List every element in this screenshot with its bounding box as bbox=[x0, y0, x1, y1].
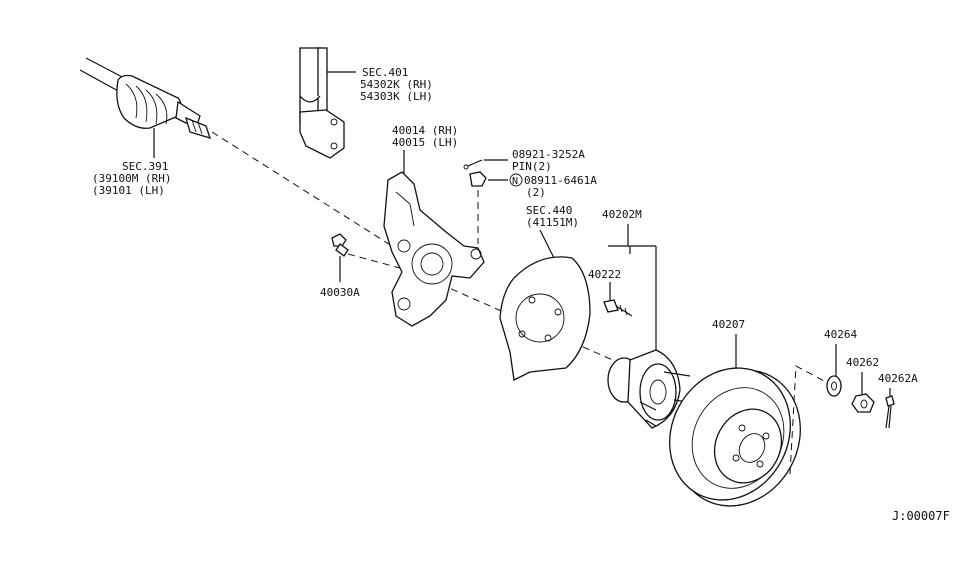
knuckle-label-line1: 40014 (RH) bbox=[392, 124, 458, 137]
hub-bolt-label: 40222 bbox=[588, 268, 621, 281]
sec401-label-line3: 54303K (LH) bbox=[360, 90, 433, 103]
knuckle-bolt-illustration bbox=[331, 233, 349, 257]
strut-illustration bbox=[299, 47, 356, 159]
hub-label: 40202M bbox=[602, 208, 642, 221]
rotor-label: 40207 bbox=[712, 318, 745, 331]
pin-qty-label: PIN(2) bbox=[512, 160, 552, 173]
sec440-leader bbox=[539, 229, 555, 259]
wheel-hub-illustration bbox=[607, 349, 691, 429]
bolt-axis-line bbox=[347, 253, 401, 269]
disc-rotor-illustration bbox=[669, 367, 801, 507]
nut-illustration bbox=[469, 171, 487, 244]
nut-qty-label: (2) bbox=[526, 186, 546, 199]
rotor-to-nut-axis bbox=[789, 365, 827, 475]
cotter-pin-label: 40262A bbox=[878, 372, 918, 385]
sec391-label-line3: (39101 (LH) bbox=[92, 184, 165, 197]
nut-standard-part-marker-icon bbox=[509, 173, 523, 187]
sec391-label-line1: SEC.391 bbox=[122, 160, 168, 173]
nut-marker-letter: N bbox=[512, 176, 518, 187]
pin-illustration bbox=[463, 159, 483, 170]
drive-shaft-illustration bbox=[79, 57, 212, 158]
nut-partno-label: 08911-6461A bbox=[524, 174, 597, 187]
washer-label: 40264 bbox=[824, 328, 857, 341]
knuckle-label-line2: 40015 (LH) bbox=[392, 136, 458, 149]
sec401-label-line2: 54302K (RH) bbox=[360, 78, 433, 91]
splash-guard-illustration bbox=[499, 256, 591, 381]
pin-partno-label: 08921-3252A bbox=[512, 148, 585, 161]
sec440-label-line1: SEC.440 bbox=[526, 204, 572, 217]
lock-nut-illustration bbox=[851, 393, 875, 413]
hub-bolt-illustration bbox=[603, 299, 633, 317]
bolt-label: 40030A bbox=[320, 286, 360, 299]
sec391-label-line2: (39100M (RH) bbox=[92, 172, 171, 185]
steering-knuckle-illustration bbox=[383, 171, 485, 327]
washer-illustration bbox=[826, 375, 842, 397]
assembly-axis-line bbox=[211, 131, 393, 247]
hub-leader bbox=[608, 224, 657, 352]
cotter-pin-illustration bbox=[885, 395, 895, 429]
drawing-id-label: J:00007F bbox=[892, 509, 950, 523]
sec401-label-line1: SEC.401 bbox=[362, 66, 408, 79]
sec440-label-line2: (41151M) bbox=[526, 216, 579, 229]
lock-nut-label: 40262 bbox=[846, 356, 879, 369]
